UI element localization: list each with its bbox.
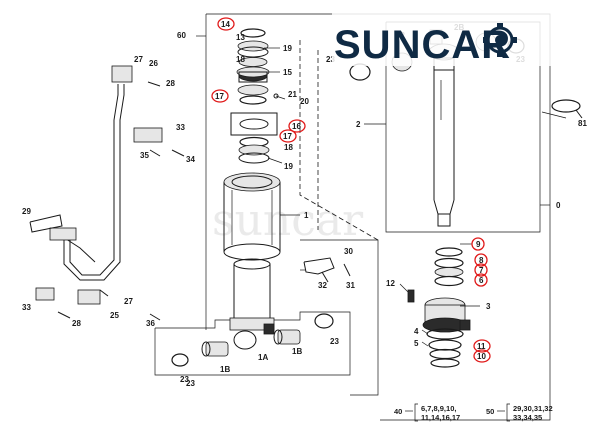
callout-label: 7 <box>479 266 484 275</box>
leader-lines <box>264 47 567 347</box>
right-bracket <box>303 257 351 283</box>
piston-seal-stack <box>238 136 270 164</box>
pin-bushings <box>171 313 334 367</box>
callout-label: 36 <box>146 319 155 328</box>
callout-label: 23 <box>186 379 195 388</box>
callout-label: 10 <box>477 352 486 361</box>
gear-icon <box>483 23 517 57</box>
callout-label: 19 <box>284 162 293 171</box>
callout-label: 19 <box>283 44 292 53</box>
callout-label: 1 <box>304 211 309 220</box>
callout-label: 2 <box>356 120 361 129</box>
callout-label: 1B <box>220 365 230 374</box>
callout-label: 25 <box>110 311 119 320</box>
callout-label: 20 <box>300 97 309 106</box>
wiper-seal-box <box>230 112 278 136</box>
callout-label: 28 <box>166 79 175 88</box>
callout-label: 27 <box>134 55 143 64</box>
callout-label: 13 <box>236 33 245 42</box>
callout-label: 11 <box>477 342 486 351</box>
callout-label: 27 <box>124 297 133 306</box>
cylinder-tube <box>223 172 281 350</box>
callout-label: 5 <box>414 339 419 348</box>
callout-label: 32 <box>318 281 327 290</box>
callout-label: 35 <box>140 151 149 160</box>
callout-label: 26 <box>149 59 158 68</box>
callout-label: 3 <box>486 302 491 311</box>
callout-label: 28 <box>72 319 81 328</box>
fasteners <box>57 81 161 321</box>
callout-label: 23 <box>330 337 339 346</box>
callout-label: 4 <box>414 327 419 336</box>
watermark-text: suncar <box>212 195 364 246</box>
callout-label: 9 <box>476 240 481 249</box>
hose-clamp <box>551 99 583 119</box>
callout-label: 6 <box>479 276 484 285</box>
callout-label: 1B <box>292 347 302 356</box>
callout-label: 17 <box>283 132 292 141</box>
piston-rings <box>434 247 464 287</box>
callout-label: 0 <box>556 201 561 210</box>
callout-label: 23 <box>326 55 335 64</box>
callout-label: 23 <box>180 375 189 384</box>
callout-label: 81 <box>578 119 587 128</box>
callout-label: 18 <box>236 55 245 64</box>
callout-label: 14 <box>221 20 230 29</box>
legend-right-line1: 29,30,31,32 <box>513 404 553 413</box>
tube-detail-box <box>154 239 379 396</box>
callout-label: 33 <box>176 123 185 132</box>
legend-right-code: 50 <box>486 407 494 416</box>
callout-label: 12 <box>386 279 395 288</box>
piston-assembly <box>407 289 471 368</box>
callout-label: 8 <box>479 256 484 265</box>
callout-label: 21 <box>288 90 297 99</box>
hydraulic-pipe <box>49 65 133 305</box>
highlighted-callouts <box>211 17 491 363</box>
suncar-logo: SUNCAR <box>332 8 594 67</box>
callout-label: 16 <box>292 122 301 131</box>
legend-right-line2: 33,34,35 <box>513 413 542 422</box>
callout-label: 18 <box>284 143 293 152</box>
callout-label: 31 <box>346 281 355 290</box>
callout-label: 15 <box>283 68 292 77</box>
logo-text: SUNCAR <box>334 23 511 67</box>
legend-left-code: 40 <box>394 407 402 416</box>
pipe-brackets <box>29 127 185 301</box>
callout-label: 30 <box>344 247 353 256</box>
callout-label: 33 <box>22 303 31 312</box>
gland-seal-stack <box>236 28 279 105</box>
callout-label: 29 <box>22 207 31 216</box>
callout-labels: 60 14 13 19 18 15 17 21 20 16 17 18 19 1… <box>22 20 587 388</box>
callout-label: 1A <box>258 353 268 362</box>
legend-left-line2: 11,14,16,17 <box>421 413 460 422</box>
callout-label: 60 <box>177 31 186 40</box>
callout-label: 17 <box>215 92 224 101</box>
kit-legend: 40 6,7,8,9,10, 11,14,16,17 50 29,30,31,3… <box>394 403 553 422</box>
legend-left-line1: 6,7,8,9,10, <box>421 404 456 413</box>
callout-label: 34 <box>186 155 195 164</box>
